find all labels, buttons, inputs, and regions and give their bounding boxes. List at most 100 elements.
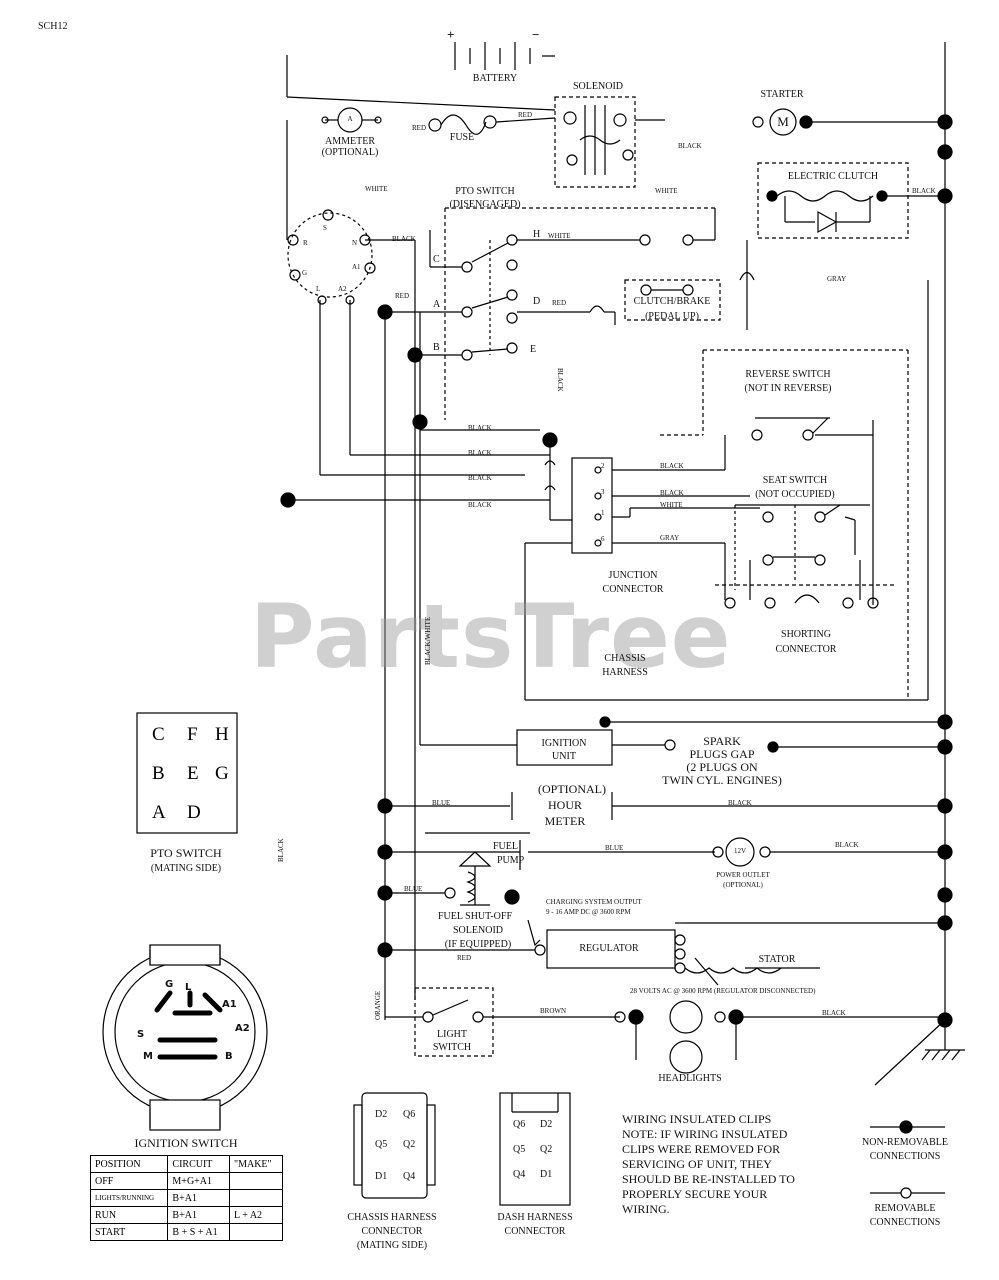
- note-line-1: WIRING INSULATED CLIPS: [622, 1112, 772, 1126]
- chassis-pin-q5: Q5: [375, 1139, 388, 1150]
- wire-black-2: BLACK: [468, 449, 492, 457]
- hour-meter-symbol: [385, 792, 945, 834]
- seat-switch-label: SEAT SWITCH: [762, 475, 828, 486]
- fuel-shutoff-line-2: SOLENOID: [453, 925, 503, 936]
- ignition-switch-table: POSITION CIRCUIT "MAKE" OFF M+G+A1 LIGHT…: [89, 1155, 283, 1241]
- fuel-shutoff-line-1: FUEL SHUT-OFF: [438, 911, 512, 922]
- wire-red-pto: RED: [552, 299, 566, 307]
- wire-black-ign: BLACK: [392, 235, 416, 243]
- page-code: SCH12: [38, 21, 68, 32]
- note-line-2: NOTE: IF WIRING INSULATED: [622, 1127, 788, 1141]
- hour-meter-line-1: HOUR: [547, 798, 583, 812]
- ign-sw-a1: A1: [222, 999, 237, 1010]
- pto-pin-h: H: [533, 229, 541, 240]
- junction-label-2: CONNECTOR: [602, 584, 664, 595]
- ign-pin-l: L: [316, 285, 321, 293]
- clutch-brake-state: (PEDAL UP): [645, 311, 699, 322]
- junction-pin-6: 6: [601, 535, 605, 543]
- pto-mating-title: PTO SWITCH: [150, 846, 222, 860]
- pto-grid-f: F: [187, 724, 198, 745]
- wire-orange: ORANGE: [374, 990, 382, 1020]
- wire-black-solenoid: BLACK: [678, 142, 702, 150]
- table-cell: [229, 1223, 283, 1241]
- pto-mating-subtitle: (MATING SIDE): [150, 863, 222, 874]
- fuse-symbol: [428, 114, 556, 135]
- spark-line-4: TWIN CYL. ENGINES): [662, 773, 782, 787]
- shorting-label-1: SHORTING: [781, 629, 831, 640]
- fuel-pump-line-2: PUMP: [497, 855, 525, 866]
- table-cell: OFF: [89, 1172, 169, 1190]
- wire-black-head: BLACK: [822, 1009, 846, 1017]
- light-switch-symbol: [385, 987, 620, 1057]
- table-cell: RUN: [89, 1206, 169, 1224]
- wire-black-3: BLACK: [468, 474, 492, 482]
- dash-pin-q2: Q2: [540, 1144, 553, 1155]
- junction-label-1: JUNCTION: [608, 570, 658, 581]
- table-row: RUN B+A1 L + A2: [89, 1206, 283, 1224]
- table-header-cell: POSITION: [89, 1155, 169, 1173]
- ammeter-note: (OPTIONAL): [321, 147, 379, 158]
- clutch-brake-label: CLUTCH/BRAKE: [633, 296, 711, 307]
- dash-pin-q6: Q6: [513, 1119, 526, 1130]
- spark-line-2: PLUGS GAP: [689, 747, 755, 761]
- electric-clutch-label: ELECTRIC CLUTCH: [787, 171, 879, 182]
- ignition-unit-symbol: [420, 716, 945, 766]
- seat-switch-state: (NOT OCCUPIED): [755, 489, 835, 500]
- junction-pin-2: 2: [601, 462, 605, 470]
- pto-grid-h: H: [215, 724, 229, 745]
- wire-black-4: BLACK: [468, 501, 492, 509]
- starter-symbol: [752, 108, 945, 136]
- ign-pin-a2: A2: [338, 285, 347, 293]
- charging-ac-note: 28 VOLTS AC @ 3600 RPM (REGULATOR DISCON…: [630, 987, 816, 995]
- ammeter-symbol-letter: A: [347, 115, 353, 123]
- fuse-label: FUSE: [449, 132, 475, 143]
- regulator-symbol: [385, 919, 945, 986]
- wire-white-left: WHITE: [365, 185, 388, 193]
- ign-pin-s: S: [323, 224, 327, 232]
- wire-black-white: BLACK/WHITE: [424, 616, 432, 665]
- wire-black-outlet: BLACK: [835, 841, 859, 849]
- shorting-connector-symbol: [724, 543, 879, 609]
- pto-grid-b: B: [152, 763, 165, 784]
- wire-white-top: WHITE: [655, 187, 678, 195]
- fuel-shutoff-symbol: [385, 851, 520, 906]
- pto-pin-d: D: [533, 296, 541, 307]
- chassis-pin-q2: Q2: [403, 1139, 416, 1150]
- dash-pin-q5: Q5: [513, 1144, 526, 1155]
- ammeter-label: AMMETER: [325, 136, 375, 147]
- electric-clutch-symbol: [757, 162, 945, 239]
- ignition-connector-symbol: [287, 209, 376, 305]
- battery-plus: +: [447, 27, 455, 42]
- ignition-switch-title: IGNITION SWITCH: [134, 1136, 238, 1150]
- pto-grid-e: E: [187, 763, 199, 784]
- table-row: START B + S + A1: [89, 1223, 283, 1241]
- ignition-unit-label-2: UNIT: [552, 751, 576, 762]
- battery-label: BATTERY: [472, 73, 518, 84]
- chassis-conn-line-1: CHASSIS HARNESS: [347, 1212, 437, 1223]
- ign-sw-g: G: [165, 979, 174, 990]
- wire-black-1: BLACK: [468, 424, 492, 432]
- chassis-conn-line-2: CONNECTOR: [361, 1226, 423, 1237]
- note-line-4: SERVICING OF UNIT, THEY: [622, 1157, 772, 1171]
- ign-sw-l: L: [185, 982, 192, 993]
- wire-red-solenoid: RED: [518, 111, 532, 119]
- battery-minus: −: [532, 27, 540, 42]
- reverse-switch-label: REVERSE SWITCH: [745, 369, 831, 380]
- regulator-label: REGULATOR: [579, 943, 639, 954]
- wire-gray-clutch: GRAY: [827, 275, 847, 283]
- power-outlet-symbol: 12V: [733, 847, 747, 855]
- headlights-symbol: [614, 1000, 945, 1074]
- ign-pin-a1: A1: [352, 263, 361, 271]
- pto-grid-g: G: [215, 763, 229, 784]
- table-cell: LIGHTS/RUNNING: [89, 1189, 169, 1207]
- pto-grid-a: A: [152, 802, 166, 823]
- table-row: LIGHTS/RUNNING B+A1: [89, 1189, 283, 1207]
- fuel-pump-symbol: [385, 837, 945, 870]
- table-cell: [229, 1189, 283, 1207]
- pto-pin-a: A: [433, 299, 441, 310]
- pto-switch-state: (DISENGAGED): [449, 199, 521, 210]
- legend-non-removable-2: CONNECTIONS: [869, 1151, 941, 1162]
- ignition-switch-face: [102, 944, 268, 1131]
- table-header-cell: CIRCUIT: [167, 1155, 230, 1173]
